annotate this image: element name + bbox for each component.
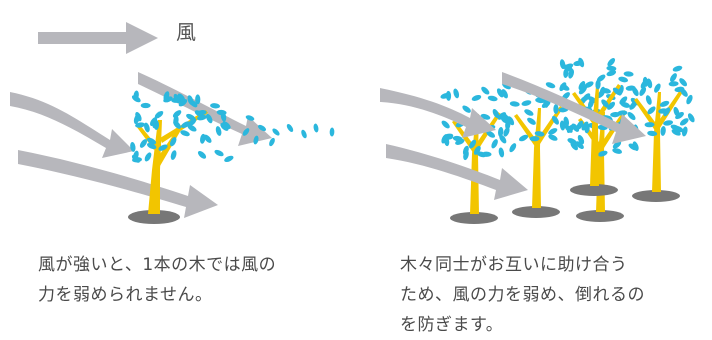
right-caption: 木々同士がお互いに助け合う ため、風の力を弱め、倒れるの を防ぎます。	[400, 250, 645, 340]
left-panel-wind-arrows	[10, 72, 272, 218]
right-panel-wind-arrows	[380, 72, 646, 200]
tree-group	[438, 57, 695, 224]
caption-line: 木々同士がお互いに助け合う	[400, 255, 628, 275]
ground-shadow	[128, 210, 180, 224]
single-tree	[128, 90, 234, 224]
legend-arrow-icon	[38, 22, 158, 54]
legend-label-wind: 風	[176, 20, 196, 44]
caption-line: を防ぎます。	[400, 315, 504, 335]
tree	[438, 86, 507, 224]
tree	[619, 65, 695, 202]
left-caption: 風が強いと、1本の木では風の 力を弱められません。	[38, 250, 276, 310]
caption-line: 風が強いと、1本の木では風の	[38, 255, 277, 275]
tree	[498, 82, 575, 218]
caption-line: ため、風の力を弱め、倒れるの	[400, 285, 645, 305]
caption-line: 力を弱められません。	[38, 285, 213, 305]
blown-leaves	[242, 115, 335, 147]
